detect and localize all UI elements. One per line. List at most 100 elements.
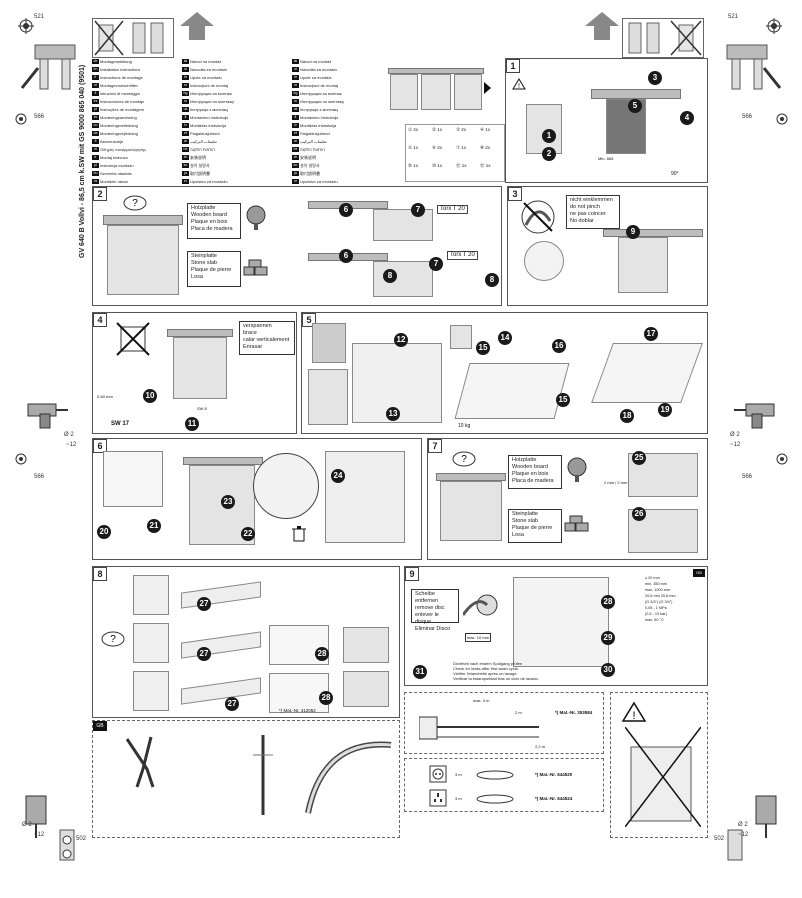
gb-badge-lower: GB [93,721,107,731]
wall-cable-illustration [243,735,283,820]
margin-mark-lower-left: 566 [34,474,45,480]
step-26: 26 [632,507,646,521]
part-item: ① 4x [408,127,419,132]
spec-line: min. 350 mm [645,582,667,586]
spec-line: ≥ 20 mm [645,576,660,580]
language-text: Monteringsvejledning [100,131,138,136]
language-code: el [92,147,99,153]
step-15-b: 15 [556,393,570,407]
language-text: 安装说明 [300,155,316,160]
panel-number: 6 [93,439,107,453]
margin-mark-top-right: 521 [728,14,739,20]
drill-icon-bottom-right [726,792,786,877]
language-text: Инструкция по монтажу [300,99,345,104]
part-item: ③ 2x [456,127,467,132]
power-cable-panel: 3 m 3 m *) Mat.-Nr. 644520 *) Mat.-Nr. 6… [404,758,604,812]
question-bubble-icon: ? [123,195,147,218]
stone-icon [243,259,269,282]
wrench-size-17: SW 17 [111,421,130,427]
step-17: 17 [644,327,658,341]
language-text: Instrucţiuni de montaj [190,83,229,88]
language-text: Navodila za montažo [300,67,338,72]
drill-icon-bottom-left [16,792,76,877]
language-code: uk [182,107,189,113]
pliers-illustration [117,729,177,794]
language-code: lv [292,123,299,129]
step-27: 27 [197,597,211,611]
step-11: 11 [185,417,199,431]
step-3: 3 [648,71,662,85]
spec-line: (G 3/4") (G 3/4") [645,600,673,604]
language-text: Upute za montažu [300,75,333,80]
drill-depth-bl: ~12 [34,832,45,838]
spec-line: max. 1000 mm [645,588,671,592]
spec-line: max. 60 °C [645,618,664,622]
question-bubble-icon-8: ? [101,631,125,654]
language-code: no [92,123,99,129]
language-text: 取付説明書 [300,171,320,176]
language-text: تعليمات التركيب [190,139,217,144]
language-code: et [182,131,189,137]
step-29: 29 [601,631,615,645]
language-text: 설치 설명서 [300,163,320,168]
language-code: ko [182,163,189,169]
step-16: 16 [552,339,566,353]
cabinet-corner-icon-left [20,40,80,95]
language-code: uk [292,107,299,113]
drill-diameter-bl: Ø 2 [22,822,32,828]
language-code: hr [182,75,189,81]
language-code: ro [292,83,299,89]
panel-number: 1 [506,59,520,73]
step-31: 31 [413,665,427,679]
language-text: Montavimo instrukcija [190,115,229,120]
language-text: Οδηγίες συναρμολόγησης [100,147,146,152]
svg-text:!: ! [518,83,520,90]
step-22: 22 [241,527,255,541]
step-15: 15 [476,341,490,355]
language-text: Paigaldusjuhend [190,131,220,136]
warning-icon: ! [512,77,526,95]
language-text: Montavimo instrukcija [300,115,339,120]
language-text: Инструкция за монтаж [190,91,232,96]
material-number-353584: *) Mat.-Nr. 353584 [555,710,593,715]
drill-icon-right [732,396,776,435]
margin-mark-top-left: 521 [34,14,45,20]
part-item: ⑥ 2x [432,145,443,150]
no-pinch-icon [518,197,558,242]
hose-seg: 2 m [515,710,522,715]
drill-icon-left [26,396,70,435]
language-code: ja [182,171,189,177]
panel-number: 7 [428,439,442,453]
hose-extension-panel: max. 4 m 2 m 2,2 m *) Mat.-Nr. 353584 [404,692,604,754]
tip-over-warning-panel: ! [610,692,708,838]
stone-icon-7 [564,515,590,538]
part-item: ④ 1x [480,127,491,132]
panel-number: 8 [93,567,107,581]
language-text: Instructions de montage [100,75,143,80]
margin-mark-bottom-left: 502 [76,836,87,842]
language-code: ru [182,99,189,105]
language-code: sk [292,59,299,65]
panel-number: 4 [93,313,107,327]
gb-panel: GB [92,720,400,838]
